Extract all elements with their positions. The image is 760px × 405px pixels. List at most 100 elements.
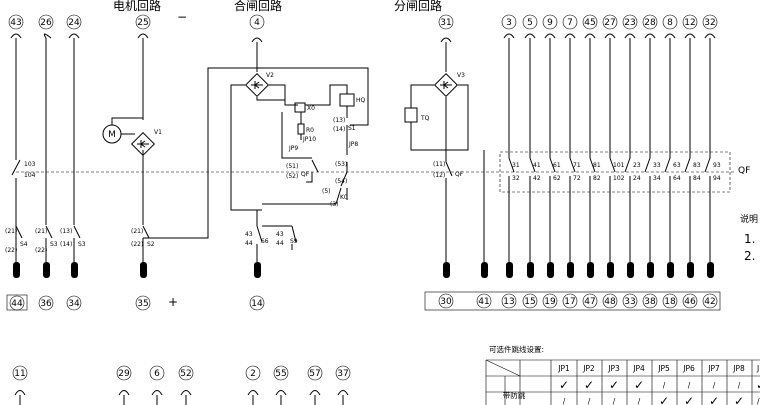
lower-terminal: 37 [335, 365, 351, 381]
aux-contact-block [499, 151, 731, 193]
bottom-terminal: 48 [602, 293, 618, 309]
aux-contact-top: 83 [693, 162, 701, 169]
s3-label: S3 [50, 241, 58, 248]
bottom-terminal: 38 [642, 293, 658, 309]
terminal-number: 30 [440, 297, 452, 307]
jp8-label: JP8 [348, 141, 358, 148]
v2-label: V2 [266, 72, 274, 79]
x0-label: X0 [307, 105, 315, 112]
top-terminal: 25 [135, 14, 151, 30]
column-header: JP4 [632, 364, 645, 373]
terminal-number: 55 [275, 369, 286, 379]
bottom-terminal: 30 [438, 293, 454, 309]
terminal-number: 42 [704, 297, 715, 307]
contact-14: (14) [60, 241, 72, 248]
top-terminal: 8 [662, 14, 678, 30]
contact-43: 43 [245, 231, 253, 238]
top-terminal: 9 [542, 14, 558, 30]
contact-51: (51) [286, 163, 298, 170]
aux-contact-bottom: 84 [693, 175, 701, 182]
closing-circuit: V2 X0 R0 JP10 JP9 HQ (13) (14) S1 JP8 (5… [230, 42, 369, 262]
lower-wires [19, 395, 344, 405]
s4-label: S4 [20, 241, 28, 248]
motor-plus-sign: + [168, 295, 178, 309]
top-terminal: 32 [702, 14, 718, 30]
terminal-number: 52 [180, 369, 191, 379]
table-cell: / [588, 397, 591, 405]
terminal-number: 33 [624, 297, 635, 307]
aux-contact-bottom: 72 [573, 175, 581, 182]
table-cell: ✓ [734, 394, 744, 405]
terminal-number: 14 [251, 299, 263, 309]
terminal-number: 6 [154, 369, 160, 379]
lower-terminal: 55 [273, 365, 289, 381]
bottom-terminal: 33 [622, 293, 638, 309]
bottom-terminal: 17 [562, 293, 578, 309]
terminal-number: 37 [337, 369, 348, 379]
v1-label: V1 [154, 129, 162, 136]
v3-label: V3 [457, 72, 465, 79]
s1-label: S1 [348, 125, 356, 132]
table-caption: 可选件跳线设置: [489, 344, 544, 354]
bottom-terminal-strip [424, 291, 721, 311]
aux-contact-top: 101 [613, 162, 625, 169]
table-cell: ✓ [709, 394, 719, 405]
terminal-number: 47 [584, 297, 595, 307]
top-terminal: 45 [582, 14, 598, 30]
table-cell: ✓ [756, 378, 760, 392]
terminal-number: 8 [667, 18, 673, 28]
column-header: JP2 [582, 364, 595, 373]
table-cell: ✓ [584, 378, 594, 392]
bottom-terminal: 47 [582, 293, 598, 309]
table-cell: / [663, 381, 666, 390]
bottom-terminal: 19 [542, 293, 558, 309]
contact-43: 43 [276, 231, 284, 238]
s103-label: 103 [24, 161, 36, 168]
column-header: JP1 [557, 364, 570, 373]
terminal-number: 36 [40, 299, 52, 309]
terminal-number: 41 [478, 297, 489, 307]
aux-contact-top: 71 [573, 162, 581, 169]
terminal-number: 29 [118, 369, 130, 379]
contact-11: (11) [433, 161, 445, 168]
opening-bridge: V3 [433, 72, 465, 98]
row-header: 带防跳 [503, 390, 526, 400]
heading-motor-minus: − [177, 10, 187, 24]
aux-contact-bottom: 94 [713, 175, 721, 182]
contact-44: 44 [276, 240, 284, 247]
terminal-number: 3 [506, 18, 512, 28]
table-cell: ✓ [684, 394, 694, 405]
terminal-number: 25 [137, 18, 148, 28]
hq-label: HQ [356, 97, 366, 104]
top-terminal: 5 [522, 14, 538, 30]
column-header: JP6 [682, 364, 695, 373]
terminal-number: 46 [684, 297, 696, 307]
column-header: JP8 [732, 364, 745, 373]
contact-21: (21) [131, 228, 143, 235]
top-terminal: 3 [501, 14, 517, 30]
aux-contact-bottom: 24 [633, 175, 641, 182]
contact-22: (22) [131, 241, 143, 248]
terminal-number: 31 [440, 18, 451, 28]
bottom-terminal: 42 [702, 293, 718, 309]
top-terminal: 31 [438, 14, 454, 30]
bottom-plugs [13, 262, 714, 278]
top-terminal: 4 [249, 14, 265, 30]
terminal-number: 12 [684, 18, 695, 28]
top-terminal: 7 [562, 14, 578, 30]
bottom-terminal: 46 [682, 293, 698, 309]
terminal-number: 5 [527, 18, 533, 28]
bottom-terminal: 14 [249, 295, 265, 311]
terminal-number: 9 [547, 18, 553, 28]
table-cell: ✓ [609, 378, 619, 392]
jp10-label: JP10 [302, 136, 316, 143]
aux-contact-bottom: 62 [553, 175, 561, 182]
bottom-terminal: 18 [662, 293, 678, 309]
bottom-terminal: 35 [135, 295, 151, 311]
terminal-number: 15 [524, 297, 535, 307]
jumper-settings-table: 可选件跳线设置: 带防跳 JP1 JP2 JP3 JP4 JP5 JP6 JP7… [485, 344, 760, 405]
aux-contact-top: 23 [633, 162, 641, 169]
terminal-number: 7 [567, 18, 573, 28]
tq-coil [404, 107, 418, 123]
